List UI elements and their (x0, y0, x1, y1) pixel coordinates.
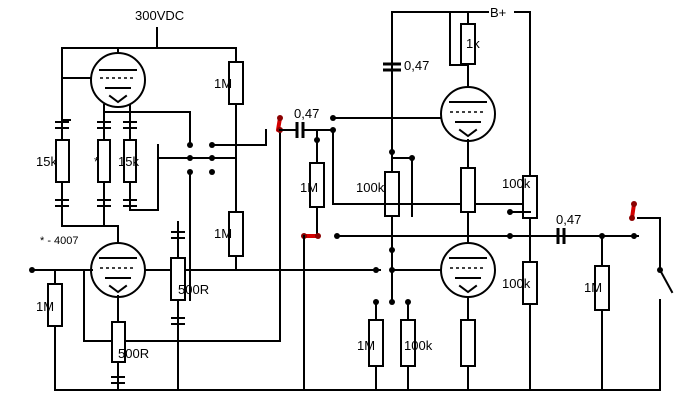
label-star: * (94, 154, 99, 169)
label-1m-top: 1M (214, 76, 232, 91)
label-100k-right: 100k (502, 176, 531, 191)
label-cap-mid: 0,47 (294, 106, 319, 121)
label-cap-out: 0,47 (556, 212, 581, 227)
tube-v2-upper (440, 86, 496, 142)
label-500r-a: 500R (178, 282, 209, 297)
resistor-1m-mid (228, 211, 244, 257)
resistor-star (97, 139, 111, 183)
label-1k: 1k (466, 36, 480, 51)
label-cap-top: 0,47 (404, 58, 429, 73)
label-1m-input: 1M (36, 299, 54, 314)
label-15k-a: 15k (36, 154, 57, 169)
label-100k-right2: 100k (502, 276, 531, 291)
resistor-1m-out (594, 265, 610, 311)
resistor-1m-top (228, 61, 244, 105)
label-1m-mid: 1M (214, 226, 232, 241)
label-bplus: B+ (490, 5, 506, 20)
resistor-500r-b (111, 321, 126, 363)
resistor-100k-pot (384, 171, 400, 217)
resistor-cathode-lower (460, 319, 476, 367)
tube-v1-lower (90, 242, 146, 298)
label-300vdc: 300VDC (135, 8, 184, 23)
tube-v2-lower (440, 242, 496, 298)
label-500r-b: 500R (118, 346, 149, 361)
note-4007: * - 4007 (40, 235, 79, 247)
resistor-500r-a (170, 257, 186, 301)
resistor-cathode-mid (460, 167, 476, 213)
resistor-1m-coupling (309, 162, 325, 208)
label-1m-out: 1M (584, 280, 602, 295)
label-1m-bottom: 1M (357, 338, 375, 353)
resistor-15k-b (123, 139, 137, 183)
resistor-1m-input (47, 283, 63, 327)
tube-v1-upper (90, 52, 146, 108)
label-1m-coupling: 1M (300, 180, 318, 195)
label-100k-bottom: 100k (404, 338, 433, 353)
label-15k-b: 15k (118, 154, 139, 169)
label-100k-pot: 100k (356, 180, 385, 195)
